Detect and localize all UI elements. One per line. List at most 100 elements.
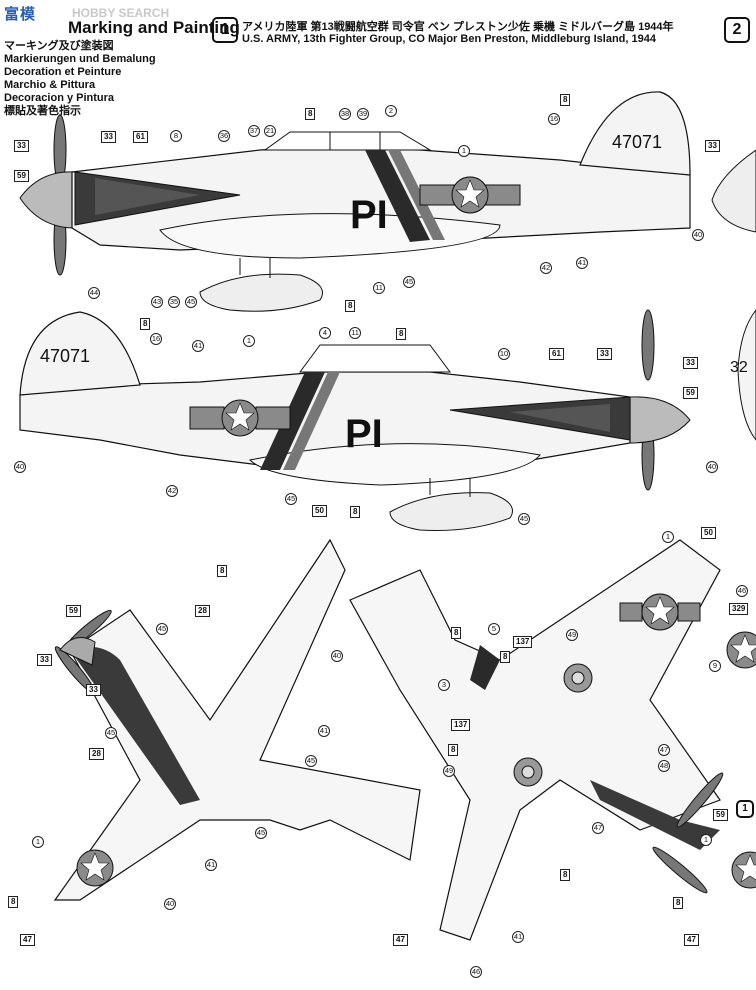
callout: 47 [20,934,35,946]
callout: 36 [218,130,230,142]
callout: 137 [451,719,471,731]
callout: 8 [451,627,462,639]
callout: 1 [458,145,470,157]
scheme2-number-badge: 2 [724,17,750,43]
callout: 11 [373,282,385,294]
callout: 49 [566,629,578,641]
callout: 1 [243,335,255,347]
callout: 16 [150,333,162,345]
callout: 33 [597,348,612,360]
callout: 8 [170,130,182,142]
callout: 8 [8,896,19,908]
callout: 40 [692,229,704,241]
callout: 9 [709,660,721,672]
page-title: Marking and Painting [68,18,240,37]
scheme1-title-jp: アメリカ陸軍 第13戦闘航空群 司令官 ベン プレストン少佐 乗機 ミドルバーグ… [242,21,674,33]
callout: 8 [448,744,459,756]
callout: 35 [168,296,180,308]
lang-cn: 標貼及著色指示 [4,105,81,117]
callout: 8 [140,318,151,330]
scheme2-partial-serial: 32 [730,359,748,376]
callout: 1 [32,836,44,848]
callout: 50 [701,527,716,539]
callout: 16 [548,113,560,125]
callout: 41 [318,725,330,737]
callout: 48 [658,760,670,772]
callout: 45 [185,296,197,308]
watermark-cjk: 富模 [4,6,37,23]
callout: 21 [264,125,276,137]
left-profile-serial: 47071 [612,132,662,152]
callout: 8 [673,897,684,909]
callout: 45 [105,727,117,739]
bottom-view [349,539,756,941]
scheme1-title-en: U.S. ARMY, 13th Fighter Group, CO Major … [242,33,656,45]
left-profile-code: PI [350,193,388,237]
callout: 33 [101,131,116,143]
callout: 33 [37,654,52,666]
callout: 44 [88,287,100,299]
callout: 41 [576,257,588,269]
callout: 38 [339,108,351,120]
callout: 61 [133,131,148,143]
lang-de: Markierungen und Bemalung [4,53,156,65]
left-profile [19,91,691,312]
callout: 8 [350,506,361,518]
callout: 8 [396,328,407,340]
callout: 8 [560,869,571,881]
callout: 40 [706,461,718,473]
callout: 46 [736,585,748,597]
callout: 39 [357,108,369,120]
callout: 45 [255,827,267,839]
callout: 59 [14,170,29,182]
callout: 5 [488,623,500,635]
callout: 28 [89,748,104,760]
callout: 37 [248,125,260,137]
callout: 45 [403,276,415,288]
callout: 2 [385,105,397,117]
callout: 40 [331,650,343,662]
scheme2-lower-partial [737,309,756,441]
callout: 40 [14,461,26,473]
callout: 8 [500,651,511,663]
callout: 3 [438,679,450,691]
callout: 8 [345,300,356,312]
callout: 45 [305,755,317,767]
lang-es: Decoracion y Pintura [4,92,115,104]
callout: 42 [540,262,552,274]
language-list: マーキング及び塗装図 Markierungen und Bemalung Dec… [4,40,156,118]
callout: 8 [560,94,571,106]
callout: 45 [285,493,297,505]
callout: 59 [66,605,81,617]
callout: 41 [192,340,204,352]
callout: 1 [662,531,674,543]
right-profile-serial: 47071 [40,346,90,366]
scheme-side-badge: 1 [736,800,754,818]
right-profile-code: PI [345,412,383,456]
callout: 329 [729,603,749,615]
callout: 33 [705,140,720,152]
callout: 40 [164,898,176,910]
lang-jp: マーキング及び塗装図 [4,40,114,52]
callout: 11 [349,327,361,339]
callout: 4 [319,327,331,339]
callout: 46 [470,966,482,978]
callout: 47 [684,934,699,946]
callout: 49 [443,765,455,777]
callout: 61 [549,348,564,360]
callout: 45 [518,513,530,525]
callout: 50 [312,505,327,517]
callout: 47 [592,822,604,834]
watermark-latin: HOBBY SEARCH [72,6,170,20]
right-profile [19,309,691,531]
callout: 1 [700,834,712,846]
scheme1-number-badge: 1 [212,17,238,43]
callout: 43 [151,296,163,308]
callout: 47 [393,934,408,946]
lang-fr: Decoration et Peinture [4,66,122,78]
callout: 33 [683,357,698,369]
callout: 47 [658,744,670,756]
callout: 59 [683,387,698,399]
callout: 41 [512,931,524,943]
